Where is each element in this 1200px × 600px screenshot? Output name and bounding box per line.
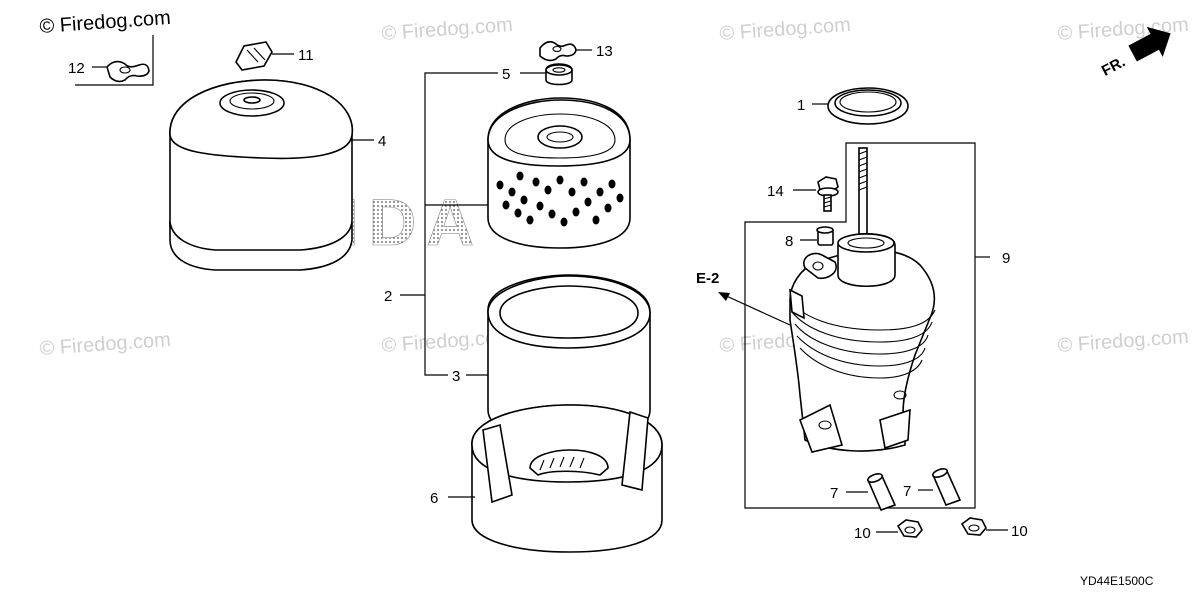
watermark: © Firedog.com: [1057, 14, 1190, 45]
reference-label: E-2: [696, 270, 719, 287]
callout-1: 1: [797, 97, 805, 114]
callout-14: 14: [767, 183, 784, 200]
callout-3: 3: [452, 368, 460, 385]
leader-2-bracket: [424, 72, 498, 376]
part-13-wing-nut: [539, 40, 577, 62]
leader-12-bracket: [75, 35, 154, 86]
part-3-foam-filter: [487, 274, 651, 443]
callout-2: 2: [384, 288, 392, 305]
callout-10: 10: [854, 525, 871, 542]
part-11-clip: [235, 41, 273, 71]
callout-7: 7: [830, 485, 838, 502]
direction-arrow-icon: [1128, 26, 1171, 62]
callout-12: 12: [68, 60, 85, 77]
reference-leader: [721, 293, 791, 326]
diagram-code: YD44E1500C: [1080, 574, 1154, 588]
direction-label: FR.: [1099, 53, 1128, 79]
callout-8: 8: [785, 233, 793, 250]
reference-arrow-icon: [718, 292, 730, 301]
part-10-nut-right: [960, 517, 987, 536]
part-7-tube-left: [866, 473, 897, 512]
part-5-nut: [545, 63, 573, 86]
part-2-air-filter-element: [487, 97, 631, 249]
callout-11: 11: [298, 47, 314, 64]
callout-13: 13: [596, 43, 613, 60]
watermark: © Firedog.com: [1057, 326, 1190, 357]
callout-6: 6: [430, 490, 438, 507]
watermark: © Firedog.com: [39, 329, 172, 360]
part-4-air-cleaner-cover: [169, 79, 353, 271]
callout-7: 7: [903, 483, 911, 500]
part-1-gasket: [827, 87, 909, 125]
part-14-bolt: [817, 176, 839, 212]
part-6-air-cleaner-case: [471, 404, 663, 553]
callout-5: 5: [502, 66, 510, 83]
watermark: © Firedog.com: [381, 14, 514, 45]
part-9-air-cleaner-elbow: [789, 147, 936, 453]
part-10-nut-left: [896, 519, 923, 538]
watermark: © Firedog.com: [39, 7, 172, 38]
part-7-tube-right: [931, 468, 962, 507]
part-8-collar: [816, 226, 834, 246]
leader-9-bracket: [744, 142, 976, 509]
callout-10: 10: [1011, 523, 1028, 540]
callout-4: 4: [378, 133, 386, 150]
watermark: © Firedog.com: [719, 14, 852, 45]
callout-9: 9: [1002, 250, 1010, 267]
part-12-wing-nut: [106, 60, 150, 83]
